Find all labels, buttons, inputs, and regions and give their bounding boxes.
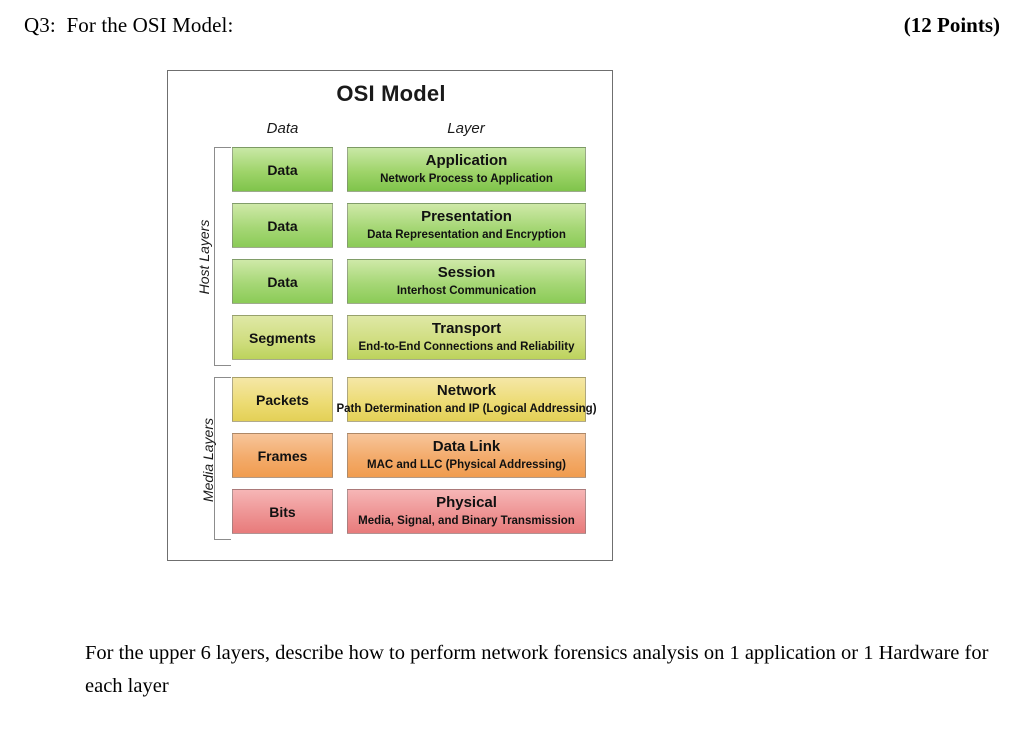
layer-row: Data Presentation Data Representation an…: [232, 203, 586, 248]
layer-name: Physical: [436, 494, 497, 512]
column-header-data: Data: [266, 120, 299, 137]
host-layers-label: Host Layers: [196, 219, 212, 295]
data-unit-box: Data: [232, 203, 333, 248]
layer-description: Data Representation and Encryption: [367, 228, 566, 241]
layer-description: Path Determination and IP (Logical Addre…: [336, 402, 597, 415]
layer-description: Interhost Communication: [396, 284, 537, 297]
question-points-badge: (12 Points): [903, 13, 1000, 37]
data-unit-box: Data: [232, 147, 333, 192]
layer-row: Packets Network Path Determination and I…: [232, 377, 597, 422]
data-unit-box: Packets: [232, 377, 333, 422]
media-layers-bracket: [214, 377, 231, 540]
layer-box: Data Link MAC and LLC (Physical Addressi…: [347, 433, 586, 478]
layer-box: Physical Media, Signal, and Binary Trans…: [347, 489, 586, 534]
layer-box: Transport End-to-End Connections and Rel…: [347, 315, 586, 360]
layer-box: Session Interhost Communication: [347, 259, 586, 304]
column-header-layer: Layer: [447, 120, 485, 137]
data-unit-box: Segments: [232, 315, 333, 360]
data-unit-box: Bits: [232, 489, 333, 534]
layer-row: Bits Physical Media, Signal, and Binary …: [232, 489, 586, 534]
layer-description: End-to-End Connections and Reliability: [358, 340, 575, 353]
layer-row: Data Session Interhost Communication: [232, 259, 586, 304]
host-layers-bracket: [214, 147, 231, 366]
data-unit-box: Data: [232, 259, 333, 304]
layer-row: Segments Transport End-to-End Connection…: [232, 315, 586, 360]
layer-name: Network: [436, 382, 497, 400]
layer-box: Application Network Process to Applicati…: [347, 147, 586, 192]
layer-box: Network Path Determination and IP (Logic…: [336, 377, 597, 422]
layer-name: Presentation: [421, 208, 512, 226]
media-layers-label: Media Layers: [200, 417, 216, 503]
layer-name: Session: [437, 264, 496, 282]
layer-box: Presentation Data Representation and Enc…: [347, 203, 586, 248]
layer-name: Application: [425, 152, 508, 170]
layer-row: Frames Data Link MAC and LLC (Physical A…: [232, 433, 586, 478]
question-header: Q3: For the OSI Model: (12 Points): [24, 13, 1000, 38]
diagram-title: OSI Model: [336, 81, 446, 106]
layer-description: Network Process to Application: [380, 172, 553, 185]
layer-name: Transport: [431, 320, 502, 338]
layer-name: Data Link: [432, 438, 501, 456]
layer-description: MAC and LLC (Physical Addressing): [367, 458, 566, 471]
layer-row: Data Application Network Process to Appl…: [232, 147, 586, 192]
question-task-text: For the upper 6 layers, describe how to …: [85, 642, 989, 697]
question-prompt: Q3: For the OSI Model:: [24, 13, 234, 37]
osi-model-diagram: OSI Model Data Layer Host Layers Media L…: [167, 70, 613, 561]
data-unit-box: Frames: [232, 433, 333, 478]
layer-description: Media, Signal, and Binary Transmission: [358, 514, 575, 527]
